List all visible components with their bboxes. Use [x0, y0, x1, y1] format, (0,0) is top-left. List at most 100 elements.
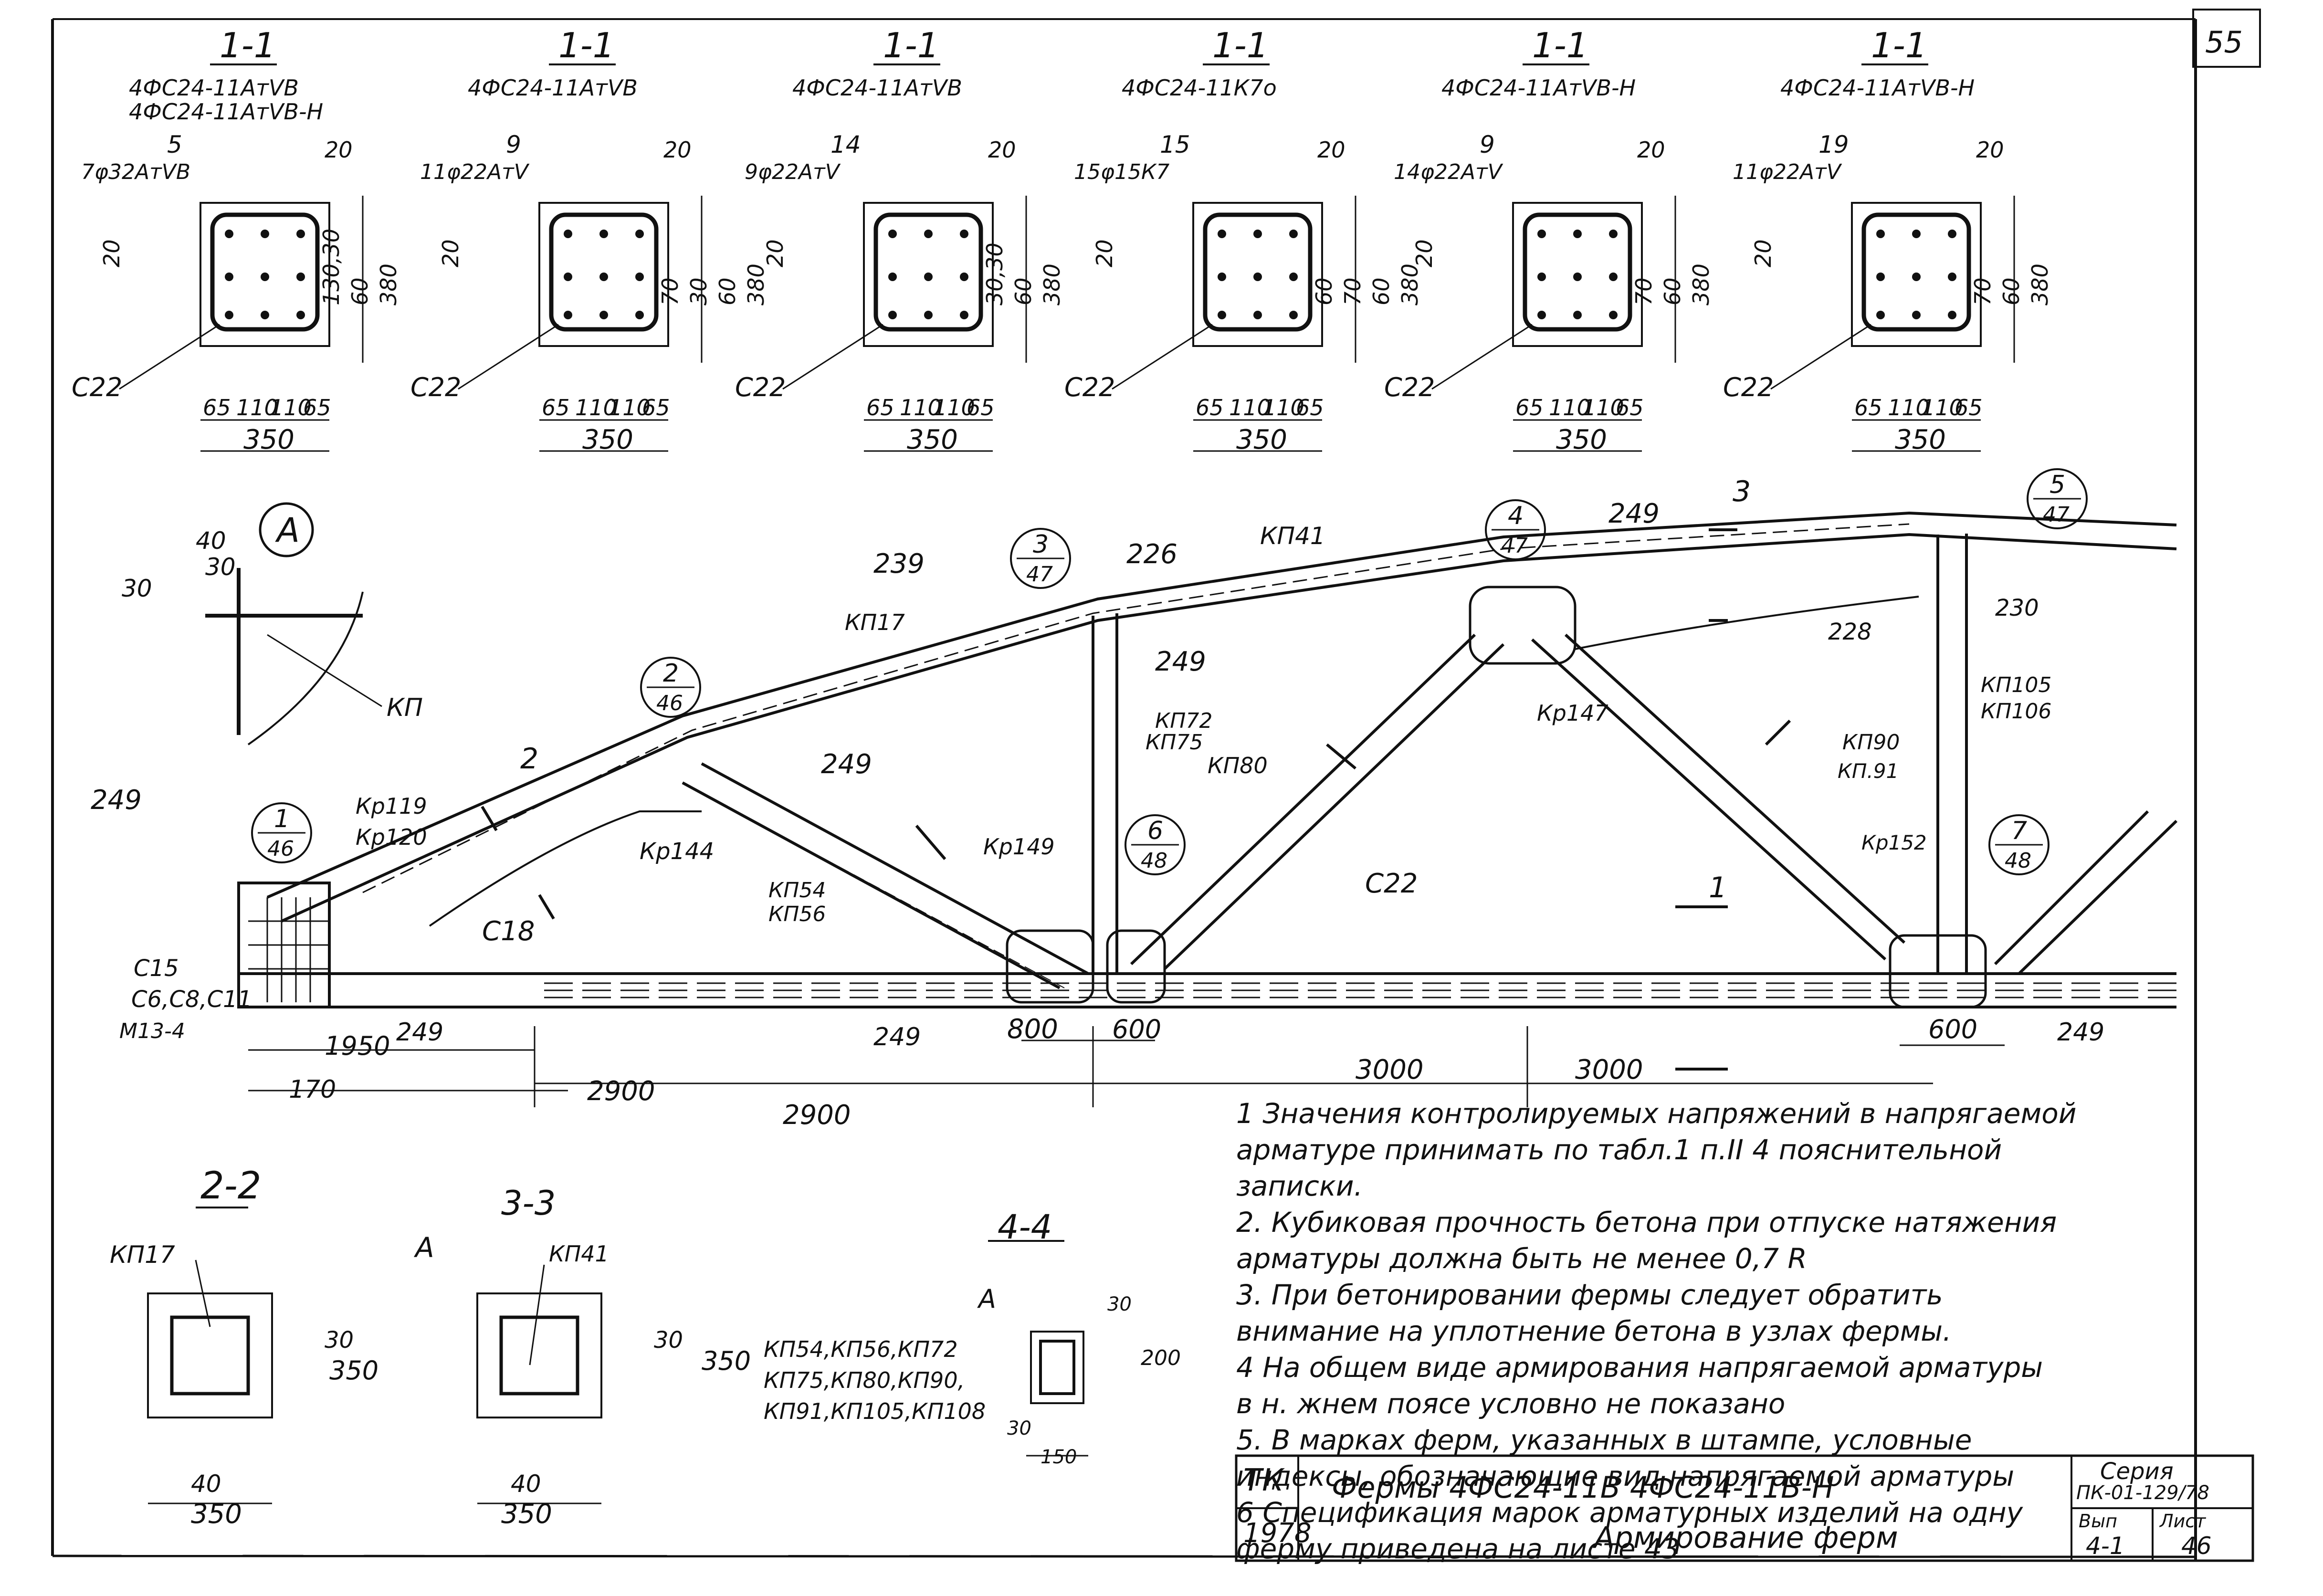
section-title: 1-1 [1871, 25, 1927, 65]
node-circle [1010, 528, 1071, 589]
rebar-dot [924, 273, 933, 281]
right-dim: 70 [1631, 277, 1657, 305]
truss-label-kp90: КП90 [1842, 730, 1900, 755]
top-chord-lower [281, 533, 2177, 923]
position-number: 9 [1480, 131, 1495, 158]
title-block [1235, 1454, 2254, 1562]
truss-label-kp75: КП75 [1146, 730, 1203, 755]
rebar-dot [599, 311, 608, 319]
bottom-dim: 110 [609, 395, 651, 420]
bottom-dim: 110 [1549, 395, 1591, 420]
rebar-dot [1912, 230, 1921, 238]
rebar-dot [960, 311, 968, 319]
node-number: 4 [1508, 502, 1524, 530]
section-subtitle: 4ФС24-11АтVВ-Н [129, 99, 323, 125]
left-cover-dim: 20 [1092, 239, 1117, 267]
tag-leader [782, 324, 883, 390]
node-number: 2 [663, 659, 679, 688]
rebar-dot [1218, 311, 1226, 319]
bottom-dim: 110 [1582, 395, 1624, 420]
rebar-dot [599, 273, 608, 281]
section-3-3-outline [476, 1292, 602, 1418]
rebar-dot [1876, 311, 1885, 319]
section-width: 350 [582, 424, 633, 455]
section-subtitle: 4ФС24-11АтVВ-Н [1780, 75, 1975, 101]
truss-label-l249e: 249 [396, 1018, 443, 1047]
bottom-dim: 65 [866, 395, 894, 420]
truss-label-kp105: КП105 [1981, 673, 2051, 697]
truss-label-d2900a: 2900 [587, 1076, 655, 1107]
section-4-4-outline [1030, 1331, 1084, 1404]
section-2-2 [147, 1207, 273, 1504]
truss-label-kp106: КП106 [1981, 699, 2051, 724]
end-panel-opening [429, 810, 702, 927]
corner-sheet-box [2192, 9, 2261, 68]
tag-leader [458, 324, 559, 390]
section-2-2-d350v: 350 [329, 1355, 379, 1386]
section-3-3-leader [529, 1264, 545, 1365]
left-cover-dim: 20 [762, 239, 788, 267]
section-3-3-title: 3-3 [501, 1184, 556, 1223]
right-dim: 70 [1340, 277, 1366, 305]
detail-a-label: А [275, 511, 300, 550]
truss-label-l249b: 249 [821, 749, 872, 780]
truss-label-kp17: КП17 [845, 609, 905, 635]
cut-2-mark-b [538, 894, 555, 920]
bottom-dim: 65 [1616, 395, 1644, 420]
frame-bottom [52, 1554, 2196, 1558]
detail-a-tag: КП [387, 693, 423, 722]
node-marker-n2: 246 [640, 657, 701, 718]
rebar-dot [1253, 230, 1262, 238]
right-dim: 30,30 [982, 242, 1008, 305]
dimension-lines [248, 1026, 2005, 1107]
section-title: 1-1 [1212, 25, 1269, 65]
stirrup-cage [210, 212, 320, 332]
truss-label-d2900b: 2900 [783, 1100, 851, 1131]
top-cover-dim: 20 [663, 137, 692, 163]
right-dim: 70 [1970, 277, 1996, 305]
rebar-dot [1948, 311, 1956, 319]
truss-label-kp41: КП41 [1260, 522, 1325, 550]
rebar-dot [564, 230, 572, 238]
rebar-dot [225, 311, 233, 319]
rebar-callout: 14φ22АтV [1394, 160, 1503, 184]
rebar-dot [1912, 311, 1921, 319]
bottom-dim: 110 [933, 395, 975, 420]
section-title: 1-1 [883, 25, 939, 65]
rebar-dot [960, 273, 968, 281]
rebar-dot [1948, 230, 1956, 238]
left-cover-dim: 20 [1750, 239, 1776, 267]
stirrup-tag: С22 [1384, 372, 1435, 402]
top-chord-tendon [362, 523, 1910, 893]
truss-label-kp119: Кр119 [356, 793, 427, 819]
truss-label-kp80: КП80 [1208, 753, 1268, 778]
rebar-dot [1912, 273, 1921, 281]
note-line: арматуре принимать по табл.1 п.II 4 пояс… [1236, 1134, 2002, 1166]
section-3-3-mark: А [415, 1231, 434, 1264]
section-2-2-d40: 40 [191, 1470, 221, 1498]
truss-label-l249c: 249 [1155, 646, 1206, 677]
rebar-dot [1289, 230, 1298, 238]
rebar-dot [1253, 311, 1262, 319]
tb-name-line1: Фермы 4ФС24-11В 4ФС24-11В-Н [1332, 1470, 1834, 1505]
section-subtitle: 4ФС24-11АтVВ [129, 75, 299, 101]
section-2-2-d350h: 350 [191, 1499, 242, 1530]
section-width: 350 [1895, 424, 1946, 455]
diagonal-3-a [1531, 638, 1887, 961]
node-number: 6 [1147, 817, 1163, 845]
node-number: 1 [274, 805, 290, 833]
right-dim: 380 [743, 263, 769, 305]
bottom-dim: 65 [967, 395, 995, 420]
tag-leader [1112, 324, 1213, 390]
rebar-dot [1218, 230, 1226, 238]
truss-label-kp144: Кр144 [640, 838, 714, 865]
bottom-dim: 65 [642, 395, 670, 420]
detail-a-marker [259, 502, 314, 557]
top-chord-upper [266, 511, 2177, 899]
right-dim: 60 [715, 277, 740, 305]
rebar-dot [1609, 230, 1618, 238]
rebar-dot [1948, 273, 1956, 281]
truss-label-kp120: Кр120 [356, 824, 427, 850]
